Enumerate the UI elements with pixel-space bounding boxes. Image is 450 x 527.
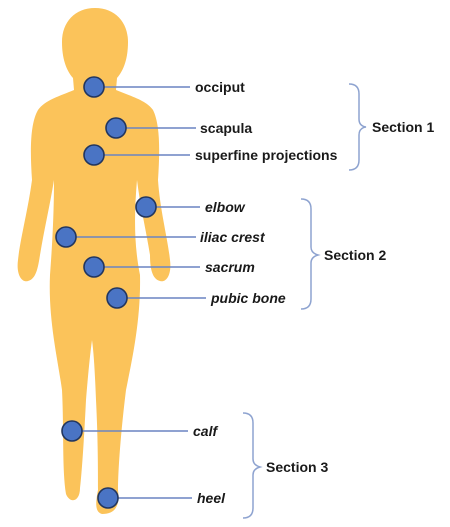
marker-pubic-bone [107, 288, 127, 308]
label-calf: calf [193, 423, 218, 439]
label-superfine-projections: superfine projections [195, 147, 338, 163]
marker-scapula [106, 118, 126, 138]
bracket-section-3 [243, 413, 260, 518]
marker-occiput [84, 77, 104, 97]
marker-superfine-projections [84, 145, 104, 165]
label-occiput: occiput [195, 79, 245, 95]
section-label-1: Section 1 [372, 119, 434, 135]
section-label-2: Section 2 [324, 247, 386, 263]
marker-calf [62, 421, 82, 441]
marker-iliac-crest [56, 227, 76, 247]
marker-sacrum [84, 257, 104, 277]
label-heel: heel [197, 490, 226, 506]
bracket-section-1 [349, 84, 366, 170]
marker-heel [98, 488, 118, 508]
marker-elbow [136, 197, 156, 217]
bracket-section-2 [301, 199, 318, 309]
label-elbow: elbow [205, 199, 246, 215]
section-label-3: Section 3 [266, 459, 328, 475]
label-iliac-crest: iliac crest [200, 229, 266, 245]
label-sacrum: sacrum [205, 259, 255, 275]
point-labels: occiput scapula superfine projections el… [193, 79, 338, 506]
label-pubic-bone: pubic bone [210, 290, 286, 306]
section-labels: Section 1 Section 2 Section 3 [266, 119, 434, 475]
label-scapula: scapula [200, 120, 252, 136]
